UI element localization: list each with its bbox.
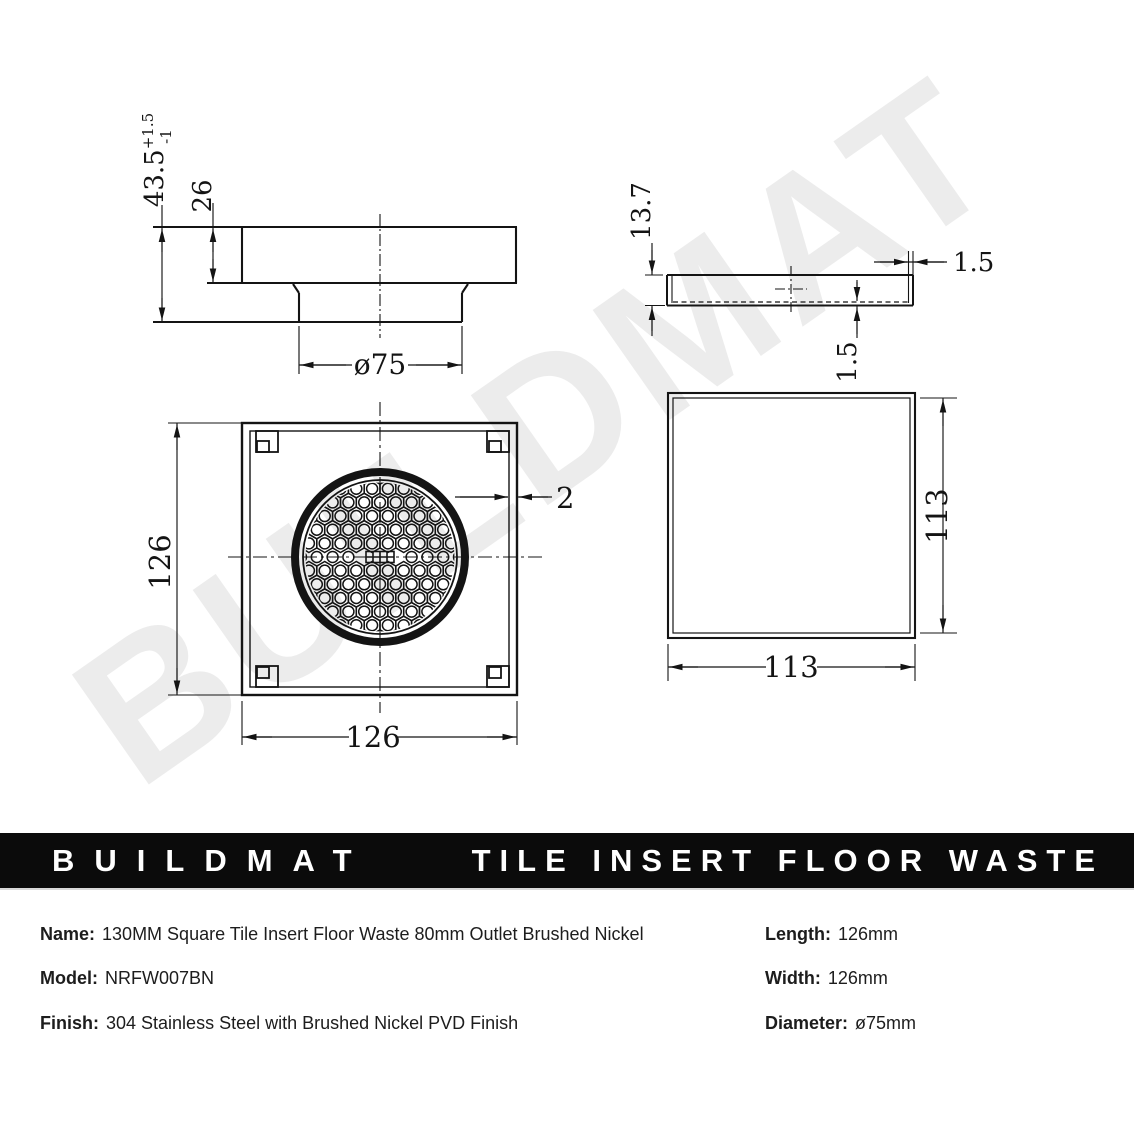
spec-value: 304 Stainless Steel with Brushed Nickel … (106, 1013, 519, 1033)
flange-side-view: 43.5+1.5-1 26 ø75 (139, 113, 518, 381)
spec-row-finish: Finish: 304 Stainless Steel with Brushed … (40, 1013, 518, 1034)
spec-label: Width: (765, 968, 821, 988)
spec-row-width: Width: 126mm (765, 968, 888, 989)
spec-value: 126mm (827, 968, 888, 988)
corner-clips (255, 430, 510, 688)
brand-name: BUILDMAT (52, 842, 372, 878)
grate-honeycomb-pattern (305, 482, 455, 632)
spec-label: Length: (765, 924, 831, 944)
dim-flange-side-bottom: 126 (345, 720, 400, 754)
dim-outlet-diameter: ø75 (354, 348, 407, 381)
spec-row-model: Model: NRFW007BN (40, 968, 214, 989)
spec-value: 126mm (837, 924, 899, 944)
drain-grate (291, 468, 469, 646)
dim-wall-thickness: 1.5 (953, 248, 994, 278)
dim-flange-height: 26 (188, 179, 218, 212)
insert-side-view: 13.7 1.5 1.5 (627, 182, 994, 383)
technical-drawing: 43.5+1.5-1 26 ø75 (139, 113, 994, 754)
grate-center-detail (365, 550, 395, 564)
dim-insert-side-right: 113 (920, 488, 954, 543)
spec-row-diameter: Diameter: ø75mm (765, 1013, 916, 1034)
dim-base-thickness: 1.5 (833, 341, 863, 382)
spec-value: ø75mm (855, 1013, 917, 1033)
spec-label: Model: (40, 968, 98, 988)
spec-row-name: Name: 130MM Square Tile Insert Floor Wast… (40, 924, 644, 945)
spec-value: NRFW007BN (105, 968, 215, 988)
flange-top-view: 126 126 2 (143, 402, 574, 754)
dim-flange-side-left: 126 (143, 534, 177, 589)
spec-row-length: Length: 126mm (765, 924, 898, 945)
title-banner: BUILDMAT TILE INSERT FLOOR WASTE (0, 833, 1134, 890)
dim-total-height: 43.5+1.5-1 (139, 113, 175, 207)
spec-label: Finish: (40, 1013, 99, 1033)
spec-value: 130MM Square Tile Insert Floor Waste 80m… (102, 924, 644, 944)
insert-top-view: 113 113 (666, 391, 957, 684)
product-title: TILE INSERT FLOOR WASTE (471, 842, 1104, 878)
spec-table: Name: 130MM Square Tile Insert Floor Wast… (0, 890, 1134, 1134)
dim-edge-thickness: 2 (556, 481, 574, 515)
spec-label: Diameter: (765, 1013, 849, 1033)
dim-insert-side-bottom: 113 (763, 650, 818, 684)
dim-insert-depth: 13.7 (627, 182, 657, 240)
spec-label: Name: (40, 924, 96, 944)
